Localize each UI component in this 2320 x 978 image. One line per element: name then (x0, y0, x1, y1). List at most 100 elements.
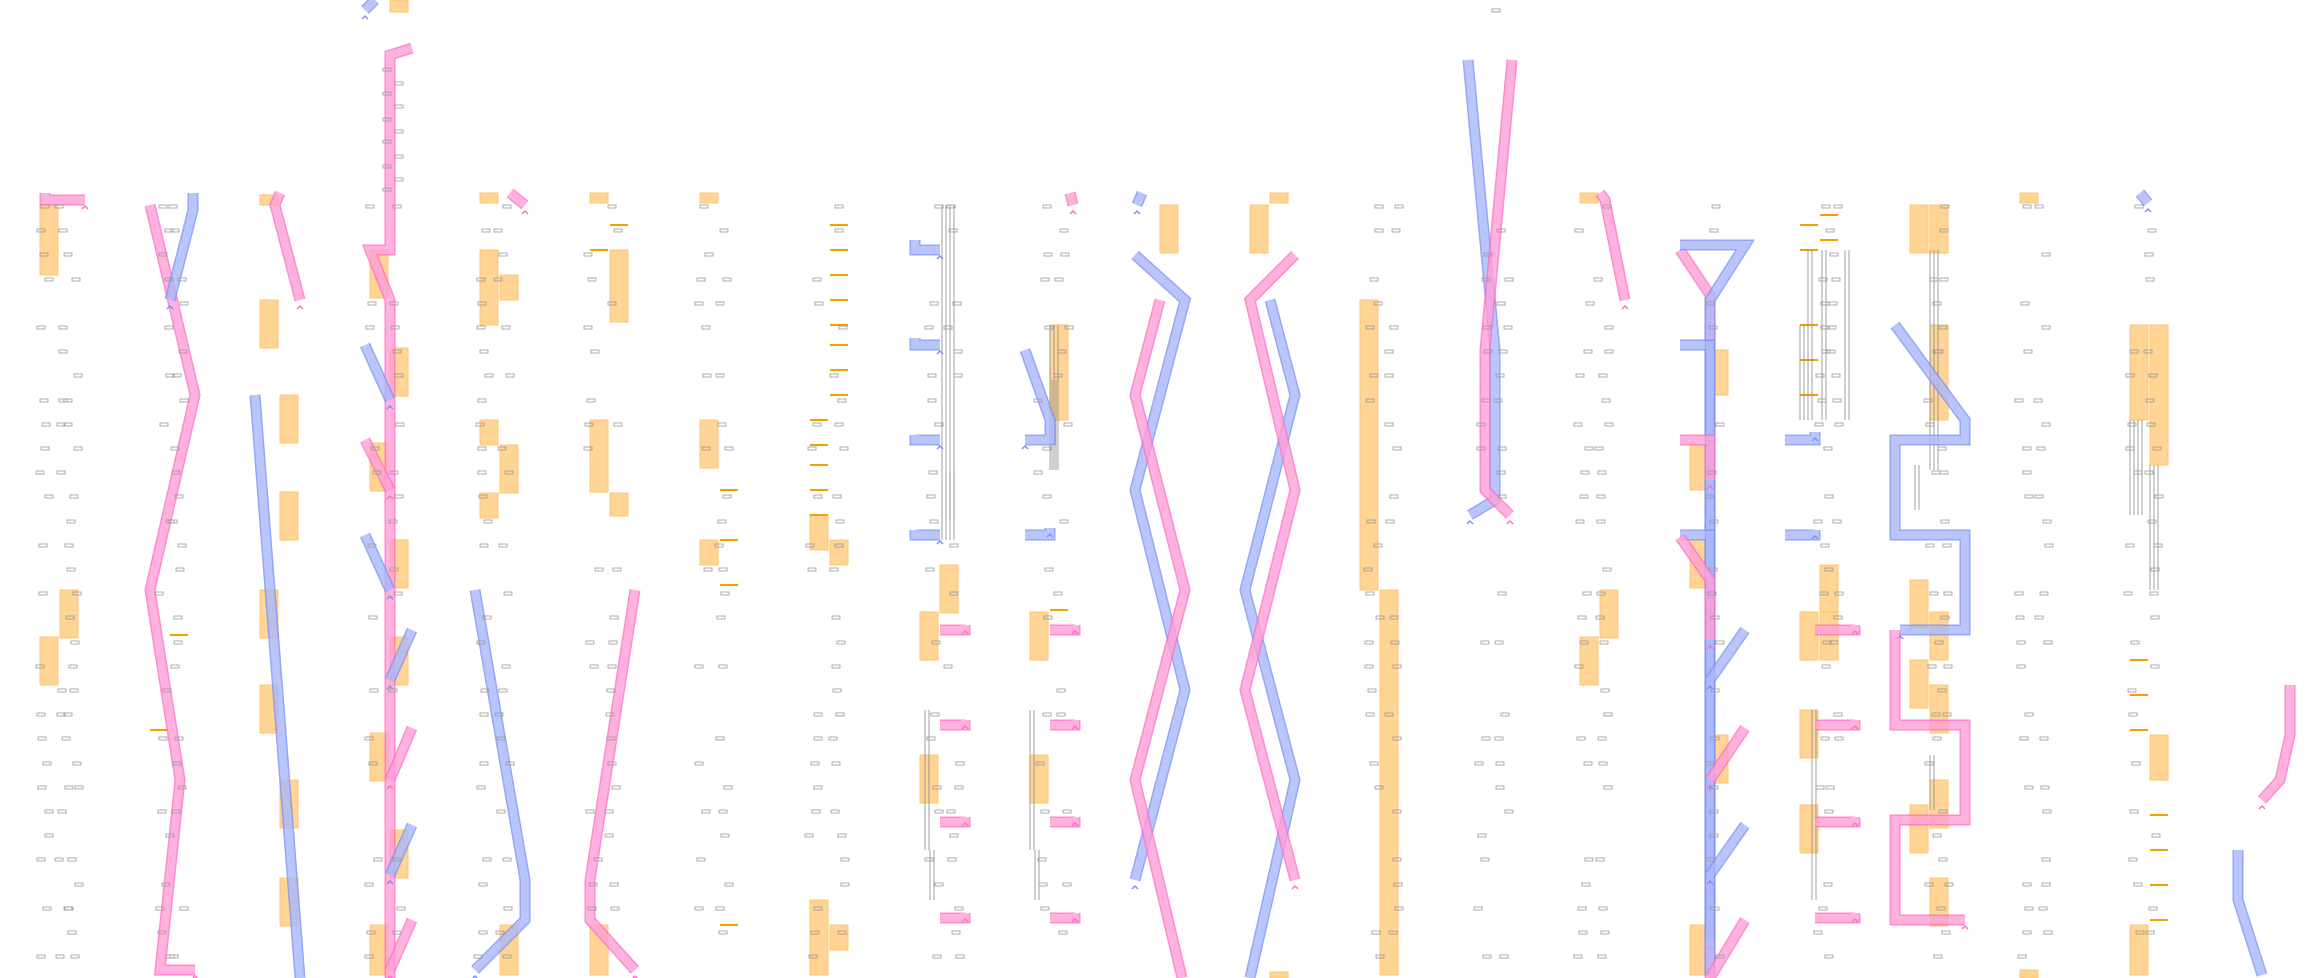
orange-block (1359, 299, 1379, 591)
marker-box (1709, 833, 1719, 838)
chevron-up-icon (1071, 917, 1079, 923)
chevron-up-icon (1851, 724, 1859, 730)
marker-box (2039, 591, 2049, 596)
marker-box (72, 591, 82, 596)
marker-box (1042, 494, 1052, 499)
marker-box (1062, 882, 1072, 887)
chevron-up-icon (1291, 884, 1299, 890)
marker-box (1818, 277, 1828, 282)
marker-box (1574, 664, 1584, 669)
orange-block (2019, 969, 2039, 978)
marker-box (1937, 688, 1947, 693)
marker-box (1573, 422, 1583, 427)
marker-box (2041, 325, 2051, 330)
marker-box (1704, 494, 1714, 499)
pink-ribbon (384, 917, 418, 973)
ribbon-layer (39, 0, 2296, 978)
marker-box (2133, 470, 2143, 475)
marker-box (1495, 373, 1505, 378)
chevron-up-icon (166, 304, 174, 310)
marker-box (1473, 906, 1483, 911)
marker-box (927, 373, 937, 378)
marker-box (2145, 398, 2155, 403)
marker-box (73, 446, 83, 451)
marker-box (716, 615, 726, 620)
marker-box (390, 325, 400, 330)
marker-box (1495, 761, 1505, 766)
chevron-up-icon (191, 974, 199, 978)
marker-box (2039, 736, 2049, 741)
marker-box (952, 301, 962, 306)
marker-box (719, 228, 729, 233)
orange-block (1599, 589, 1619, 639)
marker-box (72, 761, 82, 766)
marker-box (2146, 422, 2156, 427)
orange-block (2149, 734, 2169, 781)
marker-box (934, 809, 944, 814)
marker-box (831, 615, 841, 620)
pink-ribbon (360, 437, 395, 493)
marker-box (164, 325, 174, 330)
marker-box (1044, 567, 1054, 572)
marker-box (64, 543, 74, 548)
marker-box (812, 422, 822, 427)
marker-box (1938, 325, 1948, 330)
marker-box (1576, 736, 1586, 741)
marker-box (476, 325, 486, 330)
blue-ribbon (1019, 348, 1056, 446)
marker-box (2144, 252, 2154, 257)
marker-box (1373, 543, 1383, 548)
marker-box (177, 785, 187, 790)
marker-box (955, 761, 965, 766)
pink-ribbon-fill (364, 44, 414, 978)
marker-box (1710, 906, 1720, 911)
marker-box (1581, 882, 1591, 887)
marker-box (2129, 809, 2139, 814)
marker-box (477, 470, 487, 475)
marker-box (476, 640, 486, 645)
blue-ribbon-fill (386, 628, 416, 682)
marker-box (2154, 494, 2164, 499)
marker-box (1584, 857, 1594, 862)
orange-block (829, 539, 849, 566)
marker-box (925, 567, 935, 572)
marker-box (1827, 325, 1837, 330)
marker-box (835, 519, 845, 524)
trace-layer (924, 205, 2159, 900)
marker-box (175, 567, 185, 572)
pink-ribbon (1050, 719, 1081, 731)
marker-box (1504, 809, 1514, 814)
marker-box (943, 325, 953, 330)
marker-box (1480, 857, 1490, 862)
marker-box (1035, 761, 1045, 766)
marker-box (394, 154, 404, 159)
marker-box (74, 882, 84, 887)
marker-box (1593, 277, 1603, 282)
marker-box (2023, 349, 2033, 354)
marker-box (1829, 252, 1839, 257)
marker-box (1929, 277, 1939, 282)
marker-box (1927, 664, 1937, 669)
marker-box (1053, 373, 1063, 378)
marker-box (1056, 688, 1066, 693)
marker-box (392, 857, 402, 862)
marker-box (1482, 954, 1492, 959)
pink-ribbon (39, 193, 85, 206)
marker-box (67, 857, 77, 862)
marker-box (2043, 930, 2053, 935)
marker-box (694, 301, 704, 306)
marker-box (1392, 857, 1402, 862)
blue-ribbon (2232, 850, 2268, 977)
orange-block (589, 419, 609, 493)
marker-box (607, 664, 617, 669)
marker-box (2134, 204, 2144, 209)
orange-block (479, 492, 499, 519)
marker-box (1943, 664, 1953, 669)
marker-box (41, 422, 51, 427)
marker-box (1366, 519, 1376, 524)
marker-box (158, 736, 168, 741)
marker-box (834, 228, 844, 233)
marker-box (1594, 446, 1604, 451)
marker-box (42, 906, 52, 911)
pink-ribbon (1479, 59, 1518, 519)
